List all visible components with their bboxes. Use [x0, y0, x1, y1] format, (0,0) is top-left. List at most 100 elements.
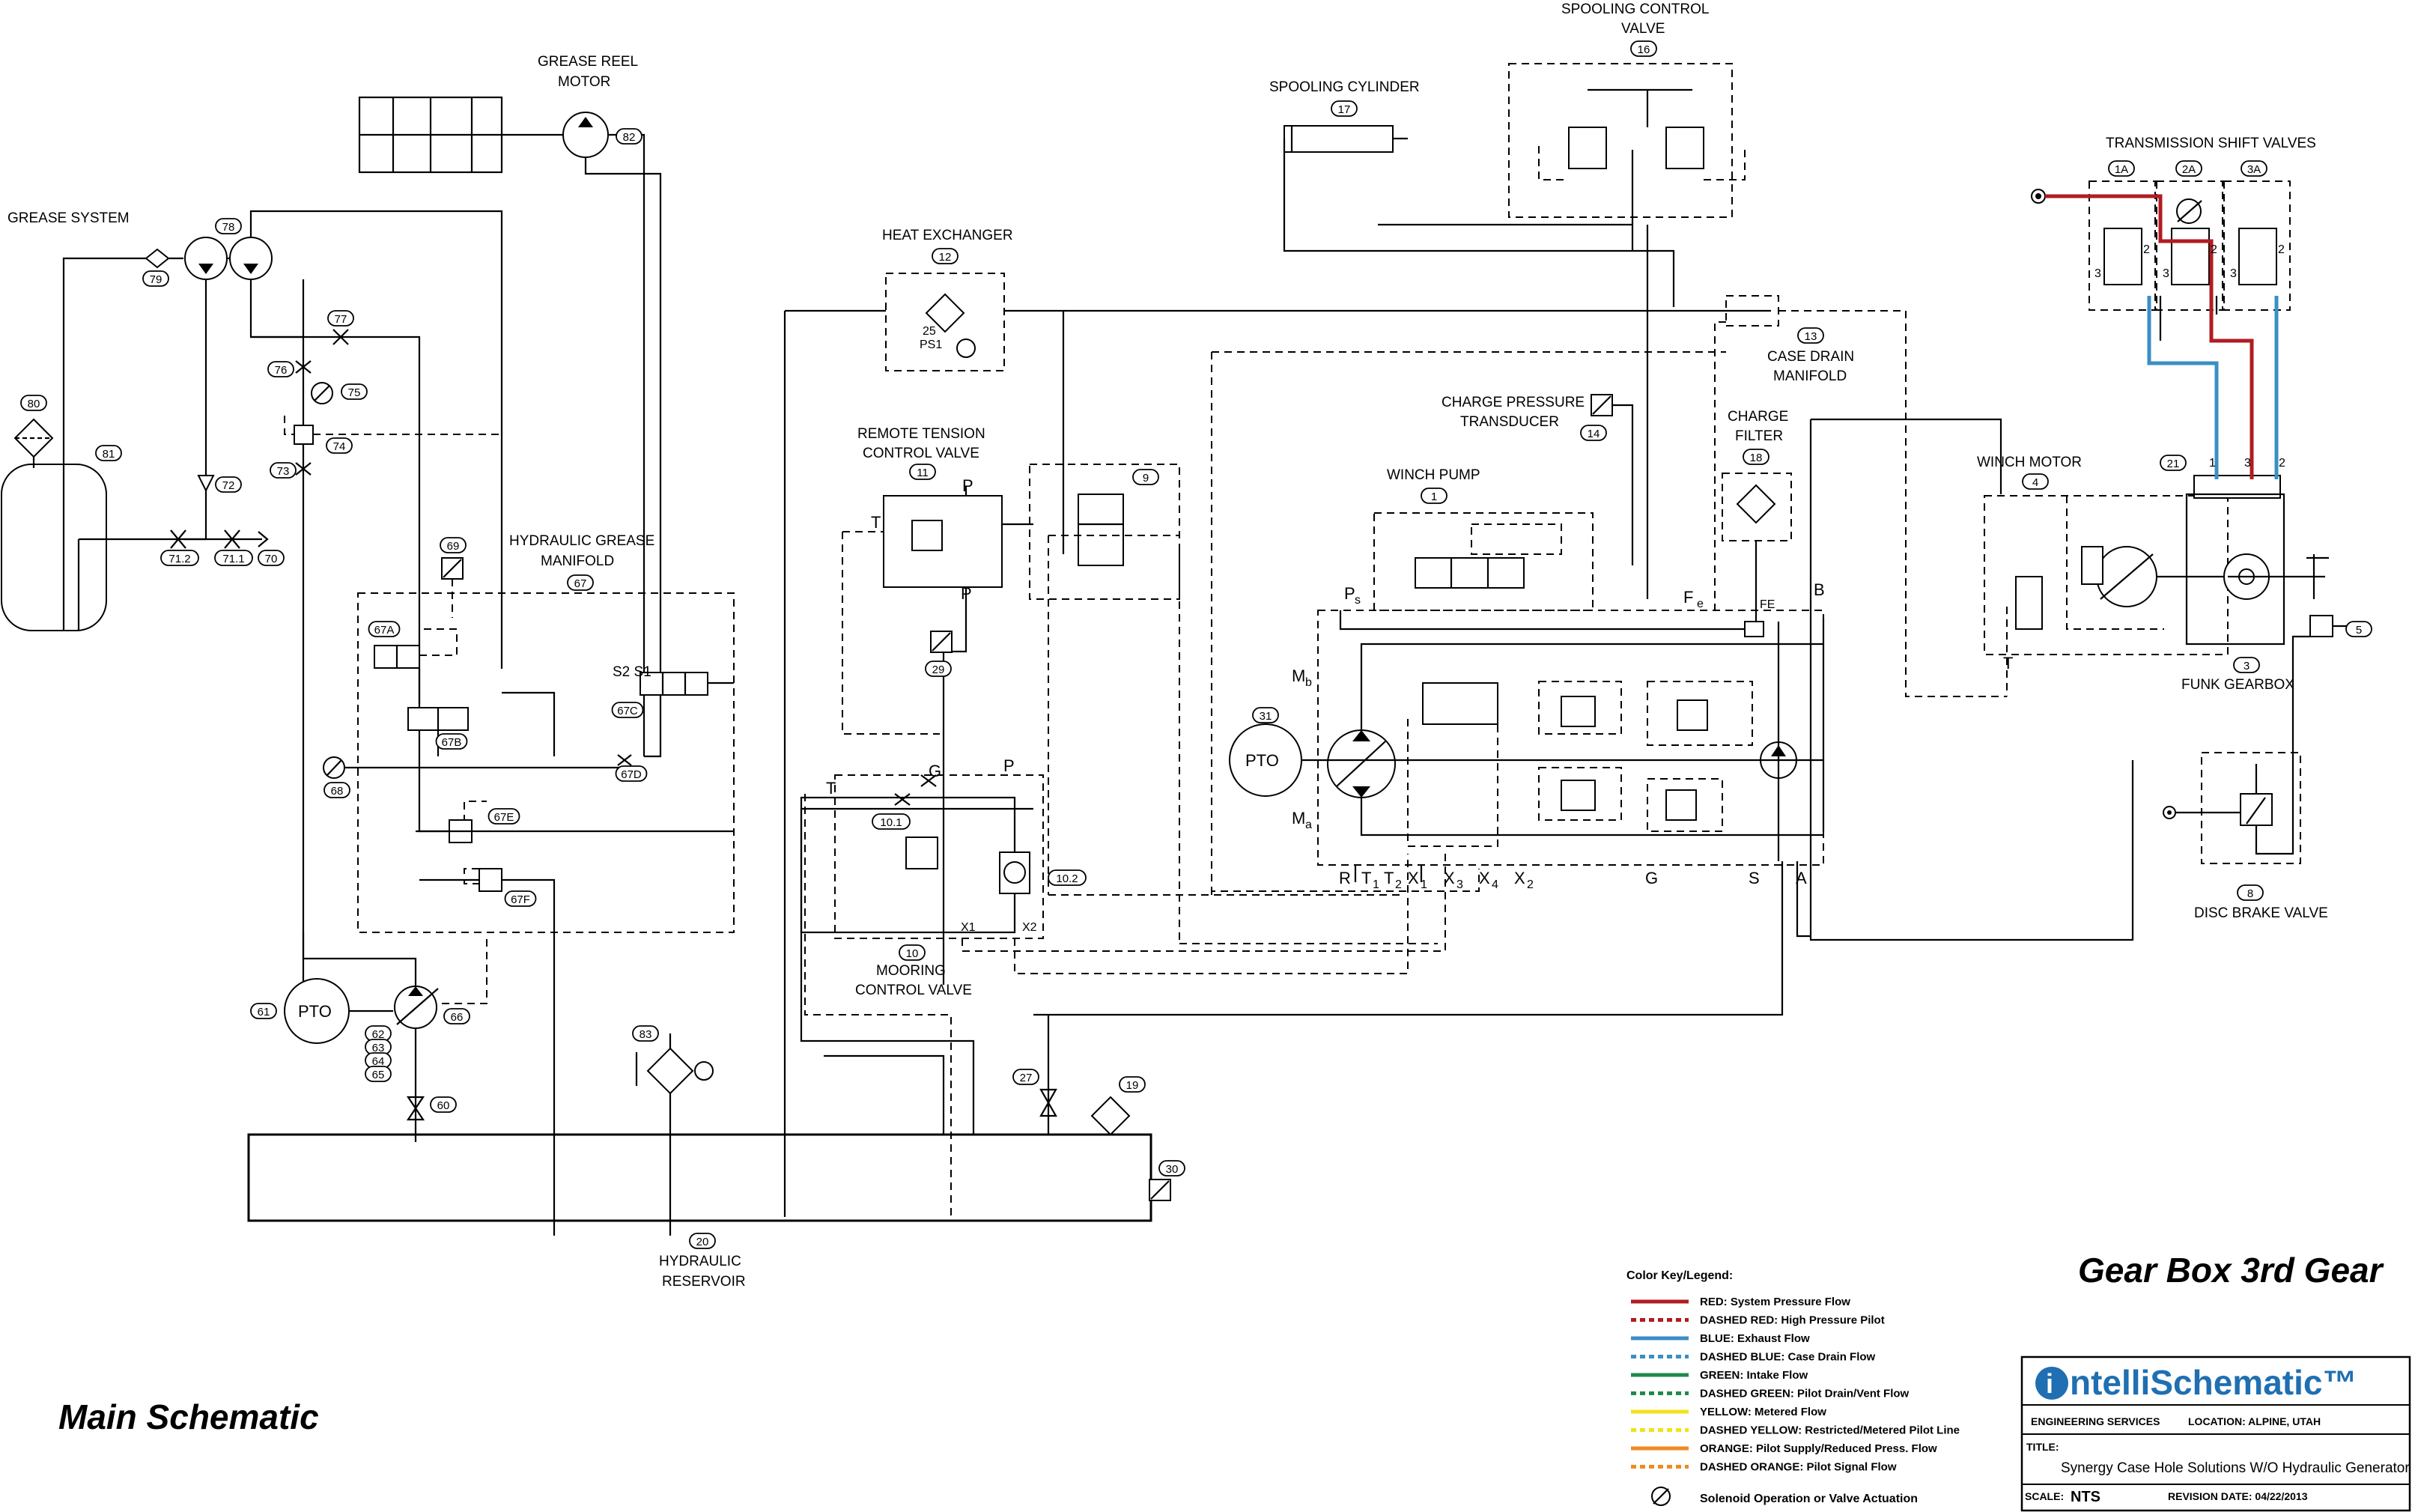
case-drain-label-2: MANIFOLD — [1773, 368, 1847, 384]
tag-label-t83: 83 — [640, 1028, 652, 1041]
tag-t16: 16 — [1630, 40, 1657, 57]
tag-label-t30: 30 — [1166, 1163, 1179, 1176]
tag-label-t65: 65 — [372, 1069, 385, 1081]
tag-label-t72: 72 — [222, 479, 235, 492]
tag-t5: 5 — [2345, 621, 2372, 637]
tag-t67: 67 — [567, 574, 594, 591]
check-valve-72 — [197, 475, 215, 493]
port-FE-small: FE — [1760, 598, 1775, 611]
mooring-label-1: MOORING — [876, 963, 946, 979]
port-X2-sub: 2 — [1527, 878, 1534, 891]
tag-label-t69: 69 — [447, 540, 460, 553]
tag-t71_2: 71.2 — [160, 550, 199, 566]
legend-text-5: DASHED GREEN: Pilot Drain/Vent Flow — [1700, 1388, 1910, 1400]
reservoir-label-2: RESERVOIR — [662, 1274, 746, 1290]
legend-text-7: DASHED YELLOW: Restricted/Metered Pilot … — [1700, 1424, 1960, 1437]
tag-t10: 10 — [899, 944, 926, 961]
system-pressure-line — [2045, 194, 2254, 479]
brand-i: i — [2046, 1368, 2053, 1399]
hx-ps-1: PS1 — [920, 338, 942, 351]
legend-text-8: ORANGE: Pilot Supply/Reduced Press. Flow — [1700, 1442, 1937, 1455]
tag-label-t70: 70 — [265, 553, 278, 565]
tag-t20: 20 — [689, 1233, 716, 1249]
gb-port-2: 2 — [2279, 457, 2285, 470]
port-X1: X — [1408, 869, 1419, 887]
tag-t77: 77 — [327, 310, 354, 327]
check-valve-79 — [145, 248, 170, 269]
spooling-cylinder-label: SPOOLING CYLINDER — [1269, 79, 1420, 95]
tag-label-t9: 9 — [1143, 472, 1149, 485]
tag-label-t13: 13 — [1805, 330, 1817, 343]
funk-gearbox-group — [2185, 475, 2348, 646]
charge-group — [1591, 225, 2134, 941]
grease-system-group: GREASE SYSTEM — [1, 96, 662, 1011]
transmission-shift-valves: 3 2 3 2 3 2 1 3 2 — [2031, 180, 2291, 479]
disc-brake-label: DISC BRAKE VALVE — [2194, 905, 2328, 921]
tag-t1a: 1A — [2108, 160, 2135, 177]
tag-t31: 31 — [1252, 707, 1279, 723]
tsv-port-2b: 2 — [2211, 243, 2217, 256]
port-X2: X — [1514, 869, 1525, 887]
hydraulic-grease-manifold: HYDRAULIC GREASE MANIFOLD — [323, 533, 735, 1236]
tag-t60: 60 — [430, 1096, 457, 1113]
charge-filter-label-2: FILTER — [1735, 428, 1783, 444]
tag-label-t10_1: 10.1 — [880, 816, 902, 829]
tag-label-t64: 64 — [372, 1055, 385, 1068]
tag-label-t27: 27 — [1020, 1072, 1033, 1084]
scale-value: NTS — [2071, 1489, 2100, 1505]
tag-label-t73: 73 — [277, 465, 290, 478]
tag-label-t11: 11 — [917, 467, 929, 479]
winch-pump-group: PTO R T 1 T 2 X 1 X 3 X 4 X — [1229, 512, 1825, 938]
tag-t67c: 67C — [611, 702, 644, 718]
tag-t11: 11 — [909, 464, 936, 480]
mc-port-X2: X2 — [1022, 921, 1037, 934]
mooring-control-valve: T G P X1 X2 — [800, 756, 1446, 1217]
tag-t13: 13 — [1797, 327, 1824, 344]
hgm-label-2: MANIFOLD — [541, 553, 614, 569]
heat-exchanger-12: 25 PS1 — [783, 273, 1771, 1217]
engineering-services: ENGINEERING SERVICES — [2031, 1415, 2160, 1427]
rtcv-label-1: REMOTE TENSION — [857, 426, 985, 442]
tag-label-t79: 79 — [150, 273, 162, 286]
tag-label-t81: 81 — [103, 448, 115, 461]
legend-text-4: GREEN: Intake Flow — [1700, 1369, 1808, 1382]
tag-label-t76: 76 — [275, 364, 288, 377]
exhaust-line-a — [2147, 296, 2219, 479]
legend-text-3: DASHED BLUE: Case Drain Flow — [1700, 1351, 1876, 1364]
tag-label-t63: 63 — [372, 1042, 385, 1054]
tag-label-t5: 5 — [2356, 624, 2362, 637]
tag-label-t67a: 67A — [374, 624, 395, 637]
tag-label-t3a: 3A — [2247, 163, 2261, 176]
gb-port-1: 1 — [2209, 457, 2216, 470]
rtcv-label-2: CONTROL VALVE — [863, 446, 979, 461]
legend-text-6: YELLOW: Metered Flow — [1700, 1406, 1826, 1418]
main-schematic-heading: Main Schematic — [58, 1397, 319, 1436]
tag-label-t67f: 67F — [511, 893, 530, 906]
tag-label-t61: 61 — [258, 1006, 270, 1018]
tag-label-t60: 60 — [437, 1099, 450, 1112]
tag-label-t29: 29 — [932, 664, 945, 676]
tag-label-t67e: 67E — [494, 811, 514, 824]
grease-reel-motor-label-2: MOTOR — [558, 74, 610, 90]
port-Ma-sub: a — [1305, 819, 1312, 831]
tag-t4: 4 — [2022, 473, 2049, 490]
port-Ma: M — [1292, 809, 1305, 828]
port-X3: X — [1444, 869, 1455, 887]
port-X4-sub: 4 — [1492, 878, 1498, 891]
tag-label-t21: 21 — [2167, 458, 2180, 470]
hydraulic-reservoir: HYDRAULIC RESERVOIR — [247, 807, 1171, 1290]
tsv-port-3b: 3 — [2163, 267, 2169, 280]
tsv-port-3c: 3 — [2230, 267, 2237, 280]
color-legend: Color Key/Legend: Solenoid Operation or … — [1626, 1269, 1960, 1506]
tag-t61: 61 — [250, 1003, 277, 1019]
port-Ps: P — [1344, 584, 1355, 603]
legend-solenoid: Solenoid Operation or Valve Actuation — [1700, 1493, 1918, 1505]
port-S: S — [1749, 869, 1760, 887]
tag-t73: 73 — [270, 462, 297, 479]
relief-valve-74 — [294, 425, 314, 445]
tag-t71_1: 71.1 — [214, 550, 253, 566]
tag-t29: 29 — [925, 661, 952, 677]
tag-label-t71_2: 71.2 — [168, 553, 190, 565]
tag-label-t31: 31 — [1260, 710, 1272, 723]
